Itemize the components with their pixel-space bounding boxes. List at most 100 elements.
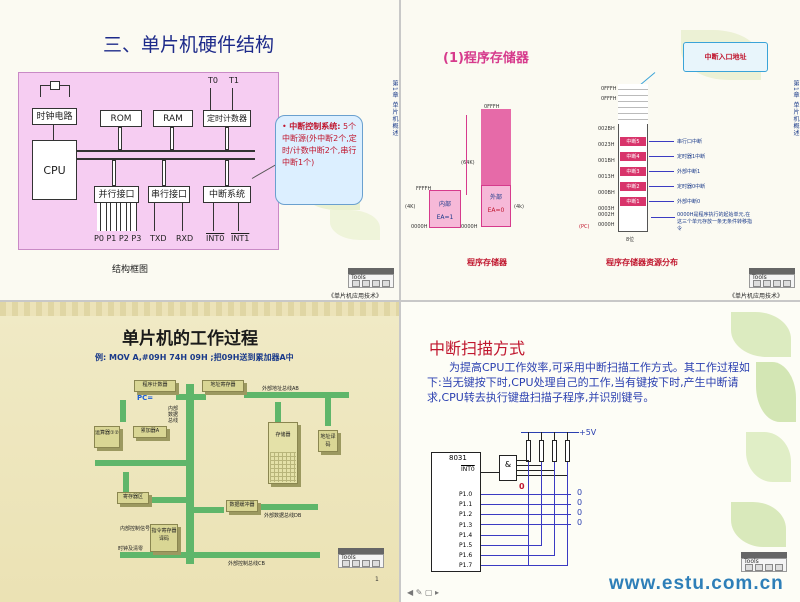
nav-last-button[interactable] [372,560,380,567]
nav-prev-button[interactable] [362,280,370,287]
external-address-bus [244,392,349,398]
crystal-icon [50,81,60,90]
slide-interrupt-scan[interactable]: 中断扫描方式 为提高CPU工作效率,可采用中断扫描工作方式。其工作过程如下:当无… [401,302,800,602]
reg-bus [150,497,186,503]
range-line [466,115,467,195]
callout-body: 5个中断源(外中断2个,定时/计数中断2个,串行中断1个) [282,122,357,167]
program-counter-block[interactable]: 程序计数器 [134,380,176,392]
internal-bus-label: 内部数据总线 [168,406,179,424]
chip-label: 8031 [449,454,467,462]
col-line [481,535,528,536]
cpu-block[interactable]: CPU [32,140,77,200]
ram-block[interactable]: RAM [153,110,193,127]
rom-block[interactable]: ROM [100,110,142,127]
int0-wire [481,472,499,473]
pullup-resistor [526,440,531,462]
tools-label: Tools [752,274,767,281]
pin-t0: T0 [208,76,218,85]
book-footer: 《单片机应用技术》 [729,293,784,300]
res-wire [567,432,568,440]
pen-toolbar-icons[interactable]: ◀ ✎ ▢ ▸ [407,588,440,597]
bus-branch [176,394,206,400]
ea0-label: EA=0 [487,207,505,214]
pin-p13: P1.3 [459,521,473,529]
row-line [481,524,571,525]
clock-circuit-block[interactable]: 时钟电路 [32,108,77,125]
nav-last-button[interactable] [382,280,390,287]
nav-next-button[interactable] [773,280,781,287]
int0-pin: INT0 [461,466,475,473]
pin-p17: P1.7 [459,562,473,570]
pin-p15: P1.5 [459,542,473,550]
nav-first-button[interactable] [352,280,360,287]
nav-first-button[interactable] [753,280,761,287]
book-footer: 《单片机应用技术》 [328,293,383,300]
pc-value: PC= [137,394,154,402]
nav-prev-button[interactable] [352,560,360,567]
memory-cell-interrupt4[interactable]: 中断4 [619,151,647,162]
memory-cell-interrupt5[interactable]: 中断5 [619,136,647,147]
interrupt-callout: • 中断控制系统: 5个中断源(外中断2个,定时/计数中断2个,串行中断1个) [275,115,363,205]
bus-line [77,150,255,152]
memory-cell-interrupt2[interactable]: 中断2 [619,181,647,192]
nav-first-button[interactable] [342,560,350,567]
row-line [481,504,571,505]
site-watermark: www.estu.com.cn [609,573,784,594]
interrupt-system-block[interactable]: 中断系统 [203,186,251,203]
tools-bar[interactable]: Tools [749,274,795,288]
instruction-register-block[interactable]: 指令寄存器译码 [150,524,178,552]
address-decoder-block[interactable]: 地址译码 [318,430,338,452]
gate-in [517,465,542,466]
pin-p12: P1.2 [459,511,473,519]
slide-working-process[interactable]: 单片机的工作过程 例: MOV A,#09H 74H 09H ;把09H送到累加… [0,302,399,602]
data-bus-link [258,504,318,510]
nav-prev-button[interactable] [755,564,763,571]
row-line [481,514,571,515]
leaf-decoration [756,362,796,422]
nav-next-button[interactable] [372,280,380,287]
tools-tab [348,268,394,274]
zero-marker: 0 [577,498,583,507]
accumulator-block[interactable]: 累加器A [133,426,167,438]
addr-label: 002BH [598,126,615,132]
timer-counter-block[interactable]: 定时计数器 [203,110,251,127]
memory-cell-interrupt3[interactable]: 中断3 [619,166,647,177]
ea1-label: EA=1 [436,214,454,221]
chip-8031[interactable] [431,452,481,572]
interrupt-bus-arrow [225,160,229,186]
tools-label: Tools [341,554,356,561]
zero-marker: 0 [577,488,583,497]
external-data-bus-label: 外部数据总线DB [264,513,302,519]
tools-bar[interactable]: Tools [348,274,394,288]
tools-bar[interactable]: Tools [338,554,384,568]
slide-hardware-structure[interactable]: 三、单片机硬件结构 T0 T1 时钟电路 ROM RAM 定时计数器 CPU 并… [0,0,399,300]
body-text: 为提高CPU工作效率,可采用中断扫描工作方式。其工作过程如下:当无键按下时,CP… [427,361,750,404]
register-area-block[interactable]: 寄存器区 [117,492,149,504]
nav-last-button[interactable] [783,280,791,287]
chapter-sidebar: 第1章 单片机概述 [391,80,398,137]
nav-first-button[interactable] [745,564,753,571]
mem-link [275,402,281,422]
serial-interface-block[interactable]: 串行接口 [148,186,190,203]
gate-in [517,460,529,461]
nav-last-button[interactable] [775,564,783,571]
col-line [481,565,567,566]
nav-next-button[interactable] [362,560,370,567]
caption-memory-map: 程序存储器资源分布 [606,258,678,267]
example-instruction: 例: MOV A,#09H 74H 09H ;把09H送到累加器A中 [95,353,294,362]
alu-block[interactable]: 运算器①② [94,426,120,448]
slide-title: 单片机的工作过程 [122,329,258,349]
nav-next-button[interactable] [765,564,773,571]
nav-prev-button[interactable] [763,280,771,287]
tools-bar[interactable]: Tools [741,558,787,572]
parallel-interface-block[interactable]: 并行接口 [94,186,139,203]
addr-label: 001BH [598,158,615,164]
address-register-block[interactable]: 地址寄存器 [202,380,244,392]
slide-program-memory[interactable]: (1)程序存储器 中断入口地址 0FFFH (64K) FFFFH (4K) 内… [401,0,800,300]
data-buffer-block[interactable]: 数据缓冲器 [226,500,258,512]
alu-bus [95,460,186,466]
memory-cell-interrupt1[interactable]: 中断1 [619,196,647,207]
desc-arrow [649,141,674,142]
